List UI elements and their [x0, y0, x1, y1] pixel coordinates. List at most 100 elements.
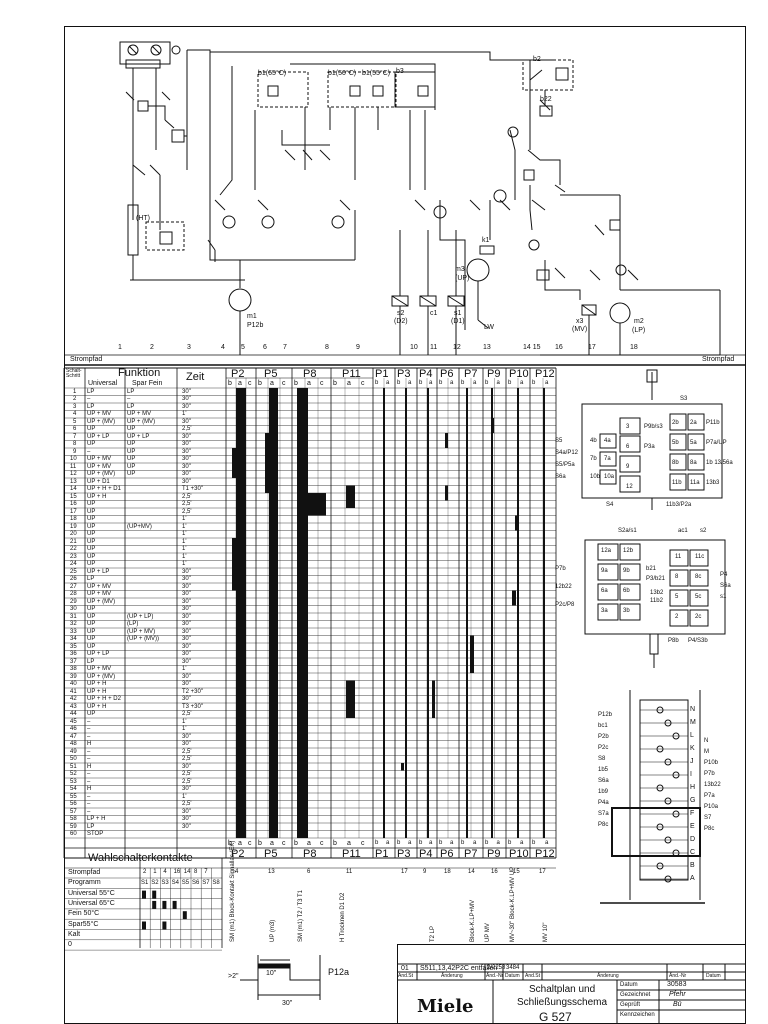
sub-header: c — [361, 380, 365, 387]
cam-bottom-top-label: S2a/s1 — [618, 528, 637, 534]
drawing-title-3: G 527 — [539, 1010, 572, 1024]
row-step: 11 — [70, 463, 77, 470]
switch-right-label: P8c — [704, 826, 715, 832]
cam-cell-label: 11c — [695, 554, 705, 560]
wahl-programm: S6 — [192, 880, 200, 886]
cam-p8 — [308, 493, 326, 516]
row-zeit: 30" — [182, 606, 191, 612]
timing-b: 10" — [266, 970, 277, 977]
cam-mark — [515, 515, 519, 531]
label-m1: m1 — [247, 313, 257, 320]
cam-header-bottom-p6: P6 — [440, 848, 454, 860]
row-spar: UP — [127, 463, 136, 470]
row-zeit: 2,5' — [182, 493, 192, 500]
switch-letter: I — [690, 771, 692, 778]
switch-letter: D — [690, 836, 696, 843]
switch-left-label: P12b — [598, 712, 613, 718]
row-zeit: 30" — [182, 396, 191, 402]
row-zeit: 30" — [182, 576, 191, 582]
row-spar: (UP+MV) — [127, 523, 152, 530]
path-number: 14 15 — [523, 344, 541, 351]
row-step: 4 — [73, 411, 77, 417]
row-step: 28 — [70, 591, 77, 597]
row-step: 41 — [70, 688, 77, 695]
cam-line — [427, 388, 429, 838]
row-universal: UP + H + D2 — [87, 696, 121, 702]
switch-contact — [672, 771, 680, 779]
sub-header-bottom: a — [307, 840, 311, 847]
wahl-contact — [182, 911, 187, 920]
cam-cell-label: 2 — [675, 614, 679, 620]
cam-header-p7: P7 — [464, 368, 478, 380]
change-no: 2/2258 — [487, 965, 506, 971]
row-zeit: 30" — [182, 471, 191, 477]
row-zeit: 2,5' — [182, 756, 192, 762]
switch-letter: A — [690, 875, 695, 882]
cam-top-label: 10b — [590, 474, 601, 480]
switch-left-label: 1b9 — [598, 789, 609, 795]
row-universal: H — [87, 741, 92, 747]
switch-right-label: P10b — [704, 760, 719, 766]
switch-left-label: P2c — [598, 745, 609, 751]
switch-contact — [672, 849, 680, 857]
vertical-label-p12: MV 10" — [543, 922, 549, 942]
sub-header-bottom: a — [520, 840, 524, 846]
cam-bottom-top-label: s2 — [700, 528, 707, 534]
wahl-contact — [162, 921, 167, 930]
sub-header-bottom: a — [429, 840, 433, 846]
row-spar: – — [127, 396, 131, 402]
row-spar: UP — [127, 471, 136, 477]
row-universal: UP + (MV) — [87, 673, 116, 680]
switch-right-label: S7 — [704, 815, 712, 821]
cam-strompfad: 11 — [346, 869, 353, 875]
tb-date-val: 30583 — [667, 981, 687, 988]
sub-header-bottom: b — [375, 840, 379, 846]
row-spar: (UP + (MV)) — [127, 636, 160, 642]
header-funktion: Funktion — [118, 367, 161, 379]
cam-p2 — [236, 388, 246, 838]
sub-header-bottom: b — [228, 840, 232, 847]
cam-header-p1: P1 — [375, 368, 389, 380]
col-anderung: Änderung — [441, 973, 463, 979]
switch-left-label: bc1 — [598, 723, 608, 729]
cam-bottom-mid-label: b21 — [646, 566, 657, 572]
row-universal: UP — [87, 426, 96, 432]
sub-header: a — [238, 380, 242, 387]
wahl-row-label: Strompfad — [68, 869, 101, 876]
cam-top-label: 2a — [690, 420, 697, 426]
header-zeit: Zeit — [186, 371, 205, 383]
row-step: 39 — [70, 673, 77, 680]
change-date: 3484 — [506, 965, 520, 971]
cam-line — [491, 388, 493, 838]
sub-header: a — [408, 380, 412, 386]
row-step: 34 — [70, 636, 77, 642]
row-step: 38 — [70, 666, 77, 672]
row-universal: UP + (MV) — [87, 418, 116, 425]
row-zeit: 2,5' — [182, 711, 192, 717]
cam-bottom-right-label: s1 — [720, 594, 727, 600]
wahl-strompfad: 8 — [194, 869, 198, 875]
row-step: 25 — [70, 568, 77, 575]
path-number: 12 — [453, 344, 461, 351]
row-universal: LP — [87, 576, 95, 582]
row-zeit: 30" — [182, 651, 191, 657]
row-zeit: 30" — [182, 816, 191, 822]
cam-strompfad: 17 — [401, 869, 408, 875]
cam-cell-label: 12b — [623, 548, 634, 554]
row-universal: – — [87, 448, 91, 455]
sub-header-bottom: c — [320, 840, 324, 847]
row-universal: – — [87, 396, 91, 402]
switch-left-label: S7a — [598, 811, 609, 817]
row-universal: UP — [87, 516, 96, 522]
header-universal: Universal — [88, 380, 118, 387]
row-spar: UP — [127, 448, 136, 455]
row-universal: UP — [87, 508, 96, 515]
row-spar: UP + MV — [127, 411, 152, 417]
cam-top-label: 2b — [672, 420, 679, 426]
row-universal: UP — [87, 538, 96, 545]
switch-left-label: S8 — [598, 756, 606, 762]
cam-cell-label: 6b — [623, 588, 630, 594]
switch-letter: H — [690, 784, 696, 791]
sub-header: a — [520, 380, 524, 386]
wahl-programm: S4 — [171, 880, 179, 886]
